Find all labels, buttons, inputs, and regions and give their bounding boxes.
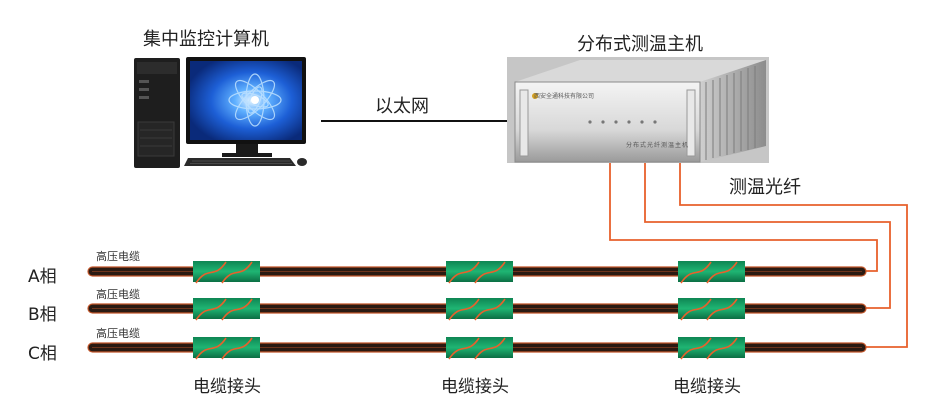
cable-a-label: 高压电缆 [96, 250, 140, 263]
cable-b-label: 高压电缆 [96, 288, 140, 301]
fiber-b [644, 163, 891, 309]
joint-3-a [678, 261, 745, 284]
fiber-c [679, 163, 908, 348]
joint-2-a [446, 261, 513, 284]
joint-1-a [193, 261, 260, 284]
joints [193, 261, 745, 360]
fiber-label: 测温光纤 [729, 177, 801, 198]
host-label: 分布式测温主机 [577, 34, 703, 55]
joint-2-b [446, 298, 513, 321]
joint-3-b [678, 298, 745, 321]
ethernet-label: 以太网 [375, 96, 429, 117]
joint-1-b [193, 298, 260, 321]
phase-c-label: C相 [28, 344, 57, 364]
joint-3-label: 电缆接头 [673, 377, 741, 397]
joint-2-label: 电缆接头 [441, 377, 509, 397]
monitor-icon [186, 57, 306, 157]
keyboard-icon [184, 158, 296, 166]
phase-a-label: A相 [28, 267, 57, 287]
joint-1-c [193, 337, 260, 360]
fiber-lines [609, 163, 908, 348]
host-brand-text: 西安全通科技有限公司 [534, 93, 595, 100]
pc-tower-icon [134, 58, 180, 168]
phase-b-label: B相 [28, 305, 57, 325]
joint-1-label: 电缆接头 [193, 377, 261, 397]
joint-2-c [446, 337, 513, 360]
cable-c-label: 高压电缆 [96, 327, 140, 340]
joint-3-c [678, 337, 745, 360]
mouse-icon [297, 158, 307, 166]
host-panel-text: 分布式光纤测温主机 [626, 142, 690, 149]
fiber-a [609, 163, 878, 272]
host-illustration [507, 57, 769, 163]
computer-illustration [134, 57, 307, 168]
computer-label: 集中监控计算机 [143, 29, 269, 50]
